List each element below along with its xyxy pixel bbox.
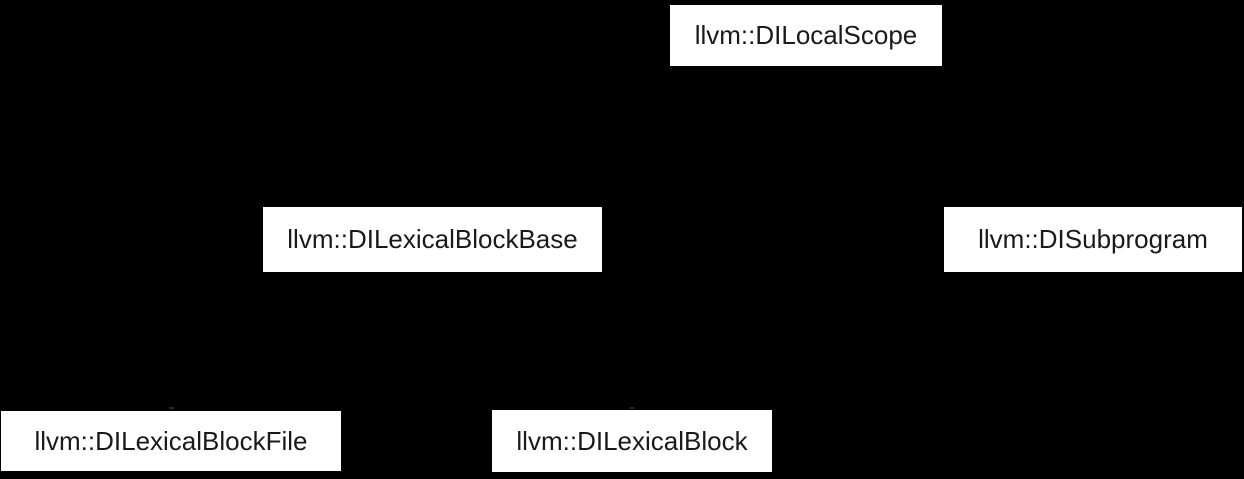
edge-disubprogram-to-dilocalscope bbox=[849, 71, 1094, 209]
edge-artifact-left bbox=[169, 407, 174, 409]
node-dilexicalblockfile[interactable]: llvm::DILexicalBlockFile bbox=[1, 411, 341, 471]
edge-dilexicalblock-to-dilexicalblockbase bbox=[473, 277, 633, 411]
edge-dilexicalblockfile-to-dilexicalblockbase bbox=[170, 277, 393, 411]
node-disubprogram-label: llvm::DISubprogram bbox=[978, 224, 1208, 254]
arrowhead-dilexicalblockbase-left bbox=[379, 270, 394, 287]
node-disubprogram[interactable]: llvm::DISubprogram bbox=[944, 207, 1242, 272]
node-dilexicalblockbase[interactable]: llvm::DILexicalBlockBase bbox=[263, 207, 602, 272]
node-dilexicalblock-label: llvm::DILexicalBlock bbox=[516, 425, 748, 456]
node-dilexicalblock[interactable]: llvm::DILexicalBlock bbox=[492, 410, 772, 472]
arrowhead-dilocalscope-left bbox=[749, 64, 764, 81]
edge-artifact-right bbox=[630, 407, 634, 409]
arrowhead-dilexicalblockbase-right bbox=[472, 270, 487, 287]
node-dilexicalblockbase-label: llvm::DILexicalBlockBase bbox=[287, 224, 578, 254]
node-dilexicalblockfile-label: llvm::DILexicalBlockFile bbox=[34, 425, 308, 456]
edge-dilexicalblockbase-to-dilocalscope bbox=[431, 71, 763, 209]
node-dilocalscope-label: llvm::DILocalScope bbox=[694, 20, 918, 50]
node-dilocalscope[interactable]: llvm::DILocalScope bbox=[670, 5, 942, 66]
arrowhead-dilocalscope-right bbox=[848, 64, 863, 81]
